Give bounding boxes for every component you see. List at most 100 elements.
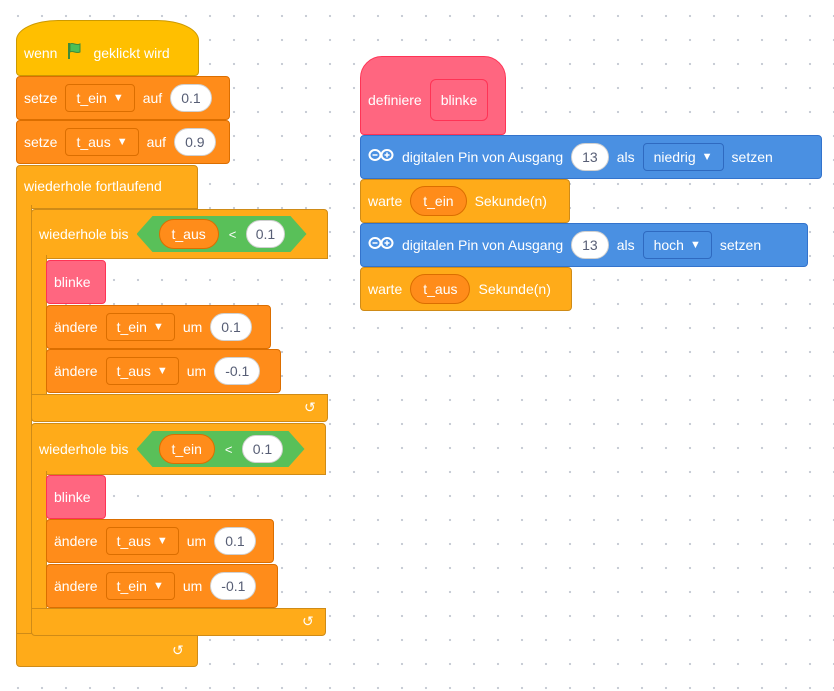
as-label: als (616, 149, 635, 165)
digital-pin-block[interactable] (360, 135, 822, 179)
seconds-label: Sekunde(n) (474, 193, 547, 209)
hat-row: wenn geklickt wird (16, 32, 170, 74)
set-label: setze (24, 134, 58, 150)
variable-dropdown[interactable]: t_ein ▼ (65, 84, 135, 112)
pin-state-dropdown[interactable]: niedrig ▼ (642, 143, 724, 171)
pin-state-dropdown[interactable]: hoch ▼ (642, 231, 712, 259)
set-label: setze (24, 90, 58, 106)
arduino-icon (368, 236, 394, 255)
set-suffix-label: setzen (731, 149, 773, 165)
set-to-label: auf (146, 134, 167, 150)
wait1-row: warte t_ein Sekunde(n) (360, 180, 547, 222)
loop2-row: wiederhole bis t_ein < 0.1 (31, 428, 305, 470)
change-label: ändere (54, 319, 98, 335)
variable-dropdown-value: t_aus (116, 363, 151, 379)
digital-pin-label: digitalen Pin von Ausgang (402, 237, 564, 253)
set2-row: setze t_aus ▼ auf 0.9 (16, 121, 216, 163)
dropdown-arrow-icon: ▼ (156, 365, 168, 377)
forever-block-arm (16, 205, 32, 635)
value-input[interactable]: 0.1 (170, 84, 212, 112)
define-label: definiere (368, 92, 422, 108)
repeat-until-arm (31, 471, 47, 611)
variable-dropdown[interactable]: t_ein▼ (105, 313, 175, 341)
repeat-until-foot (31, 608, 326, 636)
variable-dropdown-value: t_ein (76, 90, 107, 106)
change4-row: ändere t_ein▼ um -0.1 (46, 565, 257, 607)
dropdown-arrow-icon: ▼ (156, 535, 168, 547)
less-than-symbol: < (228, 226, 237, 242)
wait2-row: warte t_aus Sekunde(n) (360, 268, 551, 310)
change3-row: ändere t_aus▼ um 0.1 (46, 520, 256, 562)
call2-row: blinke (46, 476, 91, 518)
wait-label: warte (368, 281, 403, 297)
pin2-row: digitalen Pin von Ausgang 13 als hoch▼ s… (360, 224, 761, 266)
less-than-operator[interactable]: t_ein < 0.1 (137, 431, 305, 467)
when-flag-clicked-hat[interactable] (16, 20, 199, 76)
change-by-label: um (186, 363, 207, 379)
compare-value-input[interactable]: 0.1 (242, 435, 282, 463)
change2-row: ändere t_aus ▼ um -0.1 (46, 350, 261, 392)
change-label: ändere (54, 363, 98, 379)
variable-reporter[interactable]: t_aus (410, 274, 471, 304)
hat-suffix: geklickt wird (93, 45, 170, 61)
variable-reporter[interactable]: t_ein (159, 434, 215, 464)
variable-dropdown-value: t_ein (116, 578, 147, 594)
repeat-until-label: wiederhole bis (39, 226, 129, 242)
green-flag-icon (65, 41, 85, 66)
less-than-operator[interactable]: t_aus < 0.1 (137, 216, 307, 252)
call-label: blinke (54, 489, 91, 505)
set-suffix-label: setzen (719, 237, 762, 253)
pin-number-input[interactable]: 13 (571, 143, 609, 171)
variable-reporter[interactable]: t_aus (159, 219, 219, 249)
loop-arrow-icon: ↺ (304, 399, 316, 415)
variable-dropdown[interactable]: t_aus ▼ (65, 128, 139, 156)
variable-dropdown[interactable]: t_ein▼ (105, 572, 175, 600)
change-label: ändere (54, 533, 98, 549)
set1-row: setze t_ein▼ auf 0.1 (16, 77, 212, 119)
variable-dropdown-value: t_aus (76, 134, 111, 150)
value-input[interactable]: 0.9 (174, 128, 216, 156)
blinke-call-block[interactable] (46, 260, 106, 304)
repeat-until-foot (31, 394, 328, 422)
dropdown-arrow-icon: ▼ (689, 239, 701, 251)
loop-arrow-icon: ↺ (302, 613, 314, 629)
dropdown-arrow-icon: ▼ (112, 92, 124, 104)
loop1-row: wiederhole bis t_aus < 0.1 (31, 213, 307, 255)
change-by-label: um (182, 578, 203, 594)
seconds-label: Sekunde(n) (478, 281, 551, 297)
less-than-symbol: < (224, 441, 233, 457)
variable-reporter[interactable]: t_ein (410, 186, 467, 216)
value-input[interactable]: 0.1 (210, 313, 252, 341)
digital-pin-label: digitalen Pin von Ausgang (402, 149, 564, 165)
pin-number-input[interactable]: 13 (571, 231, 609, 259)
compare-value-input[interactable]: 0.1 (246, 220, 284, 248)
custom-block-prototype[interactable]: blinke (429, 79, 489, 121)
hat-prefix: wenn (24, 45, 58, 61)
call1-row: blinke (46, 261, 91, 303)
forever-label: wiederhole fortlaufend (24, 178, 162, 194)
change-by-label: um (182, 319, 203, 335)
variable-dropdown-value: t_ein (116, 319, 147, 335)
change1-row: ändere t_ein▼ um 0.1 (46, 306, 252, 348)
variable-dropdown-value: t_aus (116, 533, 151, 549)
dropdown-arrow-icon: ▼ (116, 136, 128, 148)
wait-label: warte (368, 193, 403, 209)
pin-state-value: hoch (653, 237, 684, 253)
forever-block-foot (16, 633, 198, 667)
value-input[interactable]: 0.1 (214, 527, 256, 555)
forever-label-row: wiederhole fortlaufend (16, 165, 162, 207)
value-input[interactable]: -0.1 (214, 357, 261, 385)
repeat-until-label: wiederhole bis (39, 441, 129, 457)
value-input[interactable]: -0.1 (210, 572, 257, 600)
dropdown-arrow-icon: ▼ (701, 151, 713, 163)
change-label: ändere (54, 578, 98, 594)
blinke-call-block[interactable] (46, 475, 106, 519)
variable-dropdown[interactable]: t_aus ▼ (105, 527, 179, 555)
pin-state-value: niedrig (653, 149, 696, 165)
variable-dropdown[interactable]: t_aus ▼ (105, 357, 179, 385)
forever-block[interactable] (16, 165, 198, 209)
define-row: definiere blinke (360, 78, 489, 122)
arduino-icon (368, 148, 394, 167)
call-label: blinke (54, 274, 91, 290)
pin1-row: digitalen Pin von Ausgang 13 als niedrig… (360, 136, 773, 178)
